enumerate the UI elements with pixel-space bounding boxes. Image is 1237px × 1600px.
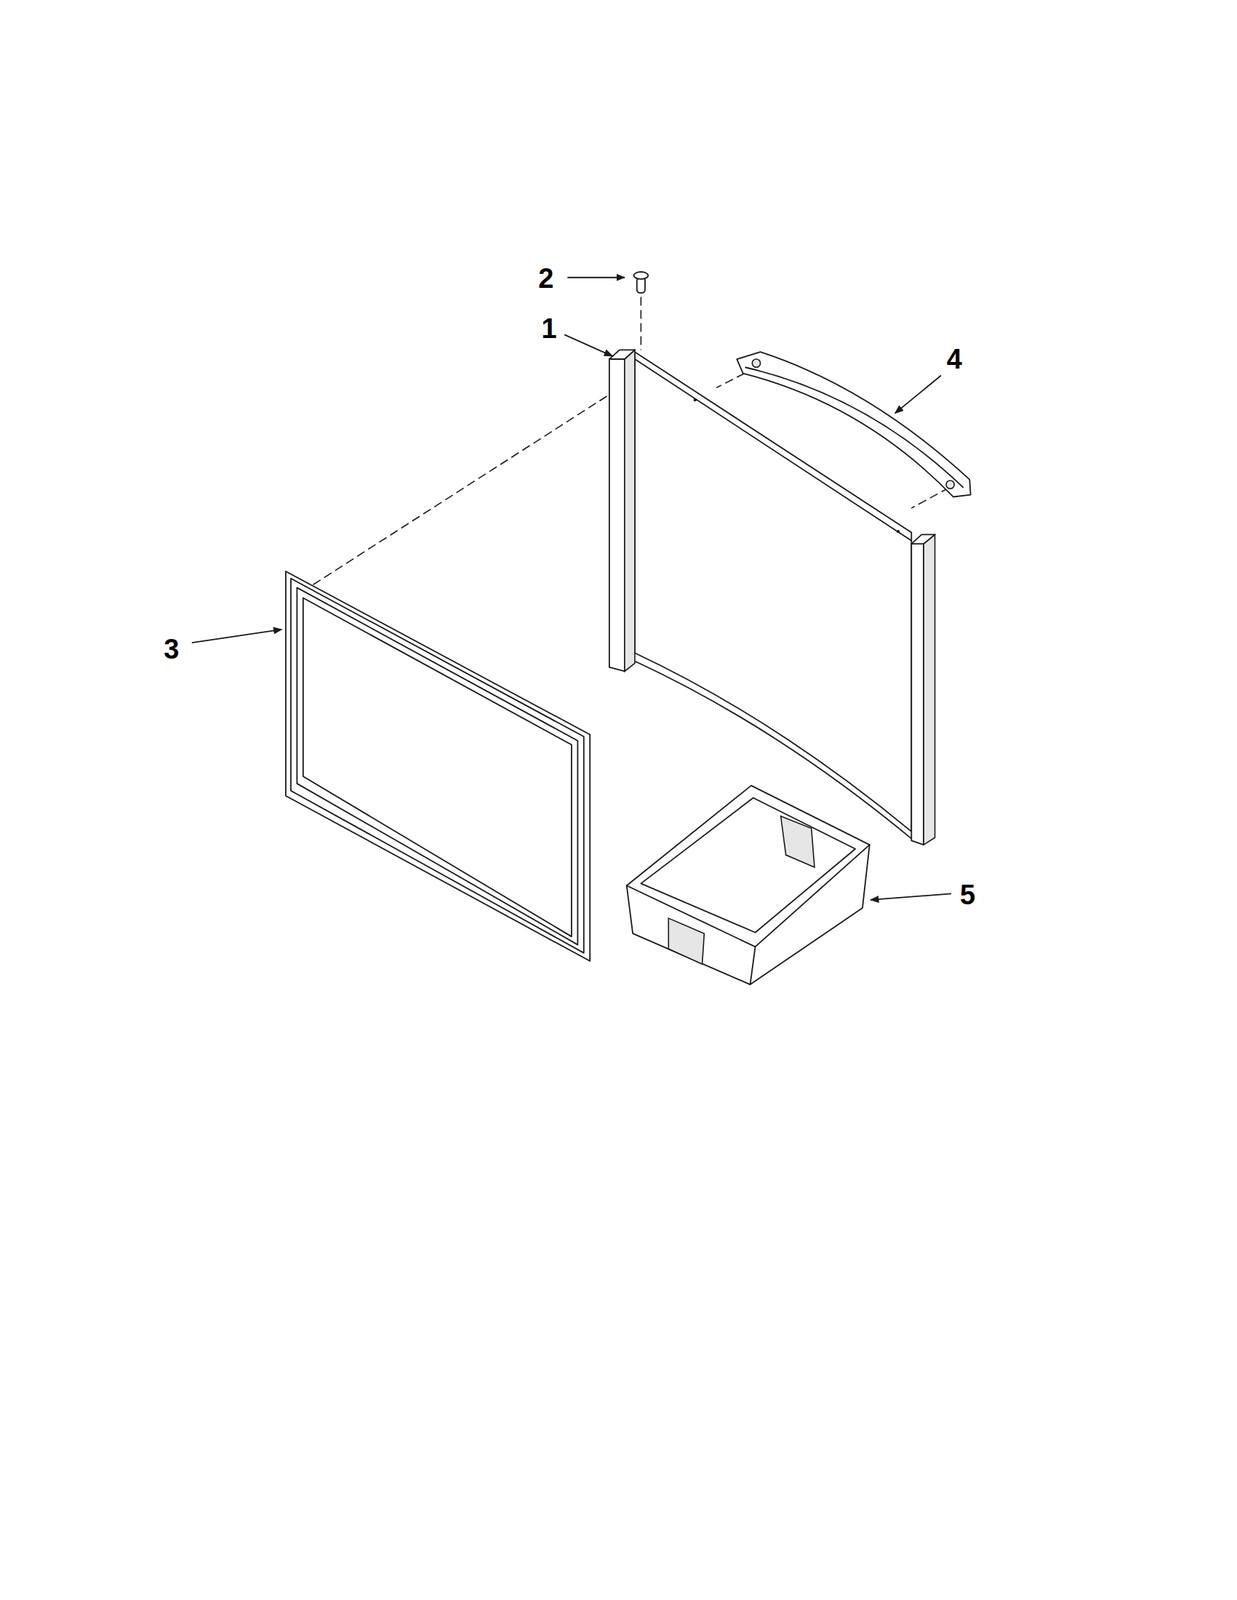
left-flange-side — [624, 349, 635, 672]
bin-recess — [668, 918, 704, 965]
bin-corner — [750, 946, 756, 985]
callout-number: 5 — [959, 881, 976, 910]
panel-hole — [693, 398, 697, 402]
drawing — [191, 271, 971, 985]
gasket-edge — [290, 578, 584, 954]
right-flange — [911, 543, 924, 846]
handle-edge — [745, 367, 964, 488]
leader-arrow — [567, 277, 625, 279]
right-flange-top — [911, 534, 935, 544]
leader-arrow — [564, 334, 613, 356]
panel-edge — [634, 359, 912, 542]
bin-inner — [640, 798, 856, 934]
left-flange — [609, 359, 625, 672]
assembly-line — [911, 487, 950, 509]
right-flange-side — [923, 534, 935, 846]
callout-number: 1 — [541, 314, 557, 343]
left-flange-top — [609, 349, 635, 360]
handle-hole — [751, 359, 760, 368]
handle-hole — [946, 480, 955, 489]
callout-number: 2 — [538, 264, 554, 293]
callout-number: 3 — [163, 635, 179, 664]
leader-arrow — [870, 893, 952, 900]
leader-arrow — [895, 375, 942, 414]
callout-number: 4 — [946, 345, 963, 374]
assembly-line — [640, 296, 643, 350]
gasket — [285, 571, 590, 962]
gasket-edge — [296, 587, 578, 945]
gasket-edge — [303, 597, 572, 937]
panel-hole — [896, 530, 900, 534]
leader-arrow — [191, 629, 283, 643]
pin-shank — [637, 277, 646, 294]
assembly-line — [301, 379, 633, 592]
bin-rim — [626, 786, 870, 948]
handle — [736, 351, 971, 497]
bin-recess — [781, 816, 815, 868]
pin-head — [634, 271, 649, 280]
